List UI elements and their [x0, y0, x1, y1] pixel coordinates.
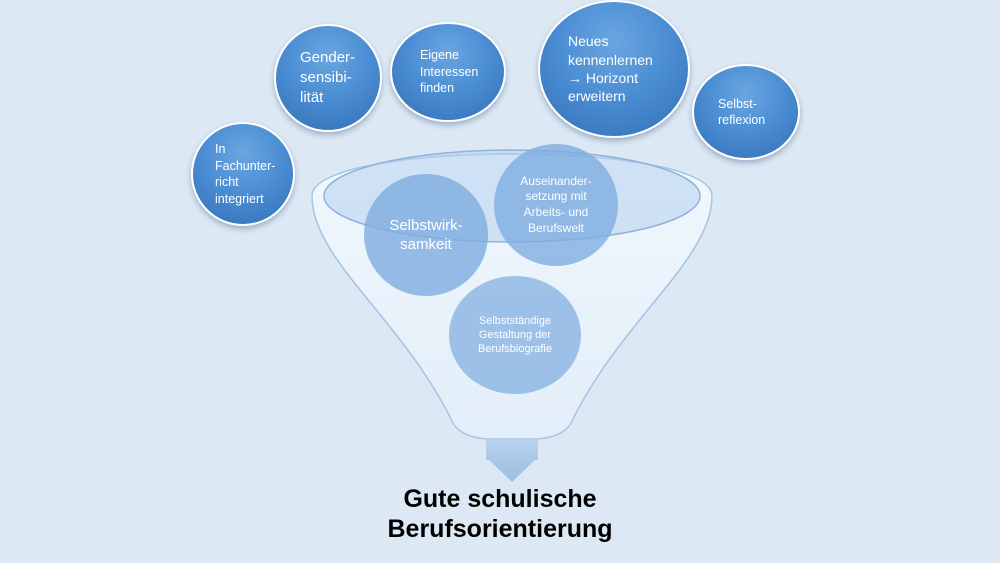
bubble-gender: Gender- sensibi- lität — [274, 24, 382, 132]
bubble-reflexion-label: Selbst- reflexion — [718, 96, 766, 128]
down-arrow-icon — [486, 438, 538, 482]
bubble-horizont: Neues kennenlernen → Horizont erweitern — [538, 0, 690, 138]
inner-circle-gestaltung-label: Selbstständige Gestaltung der Berufsbiog… — [478, 314, 552, 356]
bubble-fachunterricht-label: In Fachunter- richt integriert — [215, 142, 276, 206]
bubble-interessen: Eigene Interessen finden — [390, 22, 506, 122]
diagram-title: Gute schulische Berufsorientierung — [387, 485, 613, 543]
bubble-reflexion: Selbst- reflexion — [692, 64, 800, 160]
inner-circle-auseinandersetzung-label: Auseinander- setzung mit Arbeits- und Be… — [520, 173, 592, 235]
inner-circle-selbstwirksamkeit: Selbstwirk- samkeit — [364, 174, 488, 296]
inner-circle-gestaltung: Selbstständige Gestaltung der Berufsbiog… — [449, 276, 581, 394]
bubble-fachunterricht: In Fachunter- richt integriert — [191, 122, 295, 226]
inner-circle-selbstwirksamkeit-label: Selbstwirk- samkeit — [389, 216, 463, 254]
inner-circle-auseinandersetzung: Auseinander- setzung mit Arbeits- und Be… — [494, 144, 618, 266]
bubble-interessen-label: Eigene Interessen finden — [420, 48, 479, 96]
bubble-gender-label: Gender- sensibi- lität — [300, 49, 356, 106]
bubble-horizont-label: Neues kennenlernen → Horizont erweitern — [568, 33, 653, 105]
